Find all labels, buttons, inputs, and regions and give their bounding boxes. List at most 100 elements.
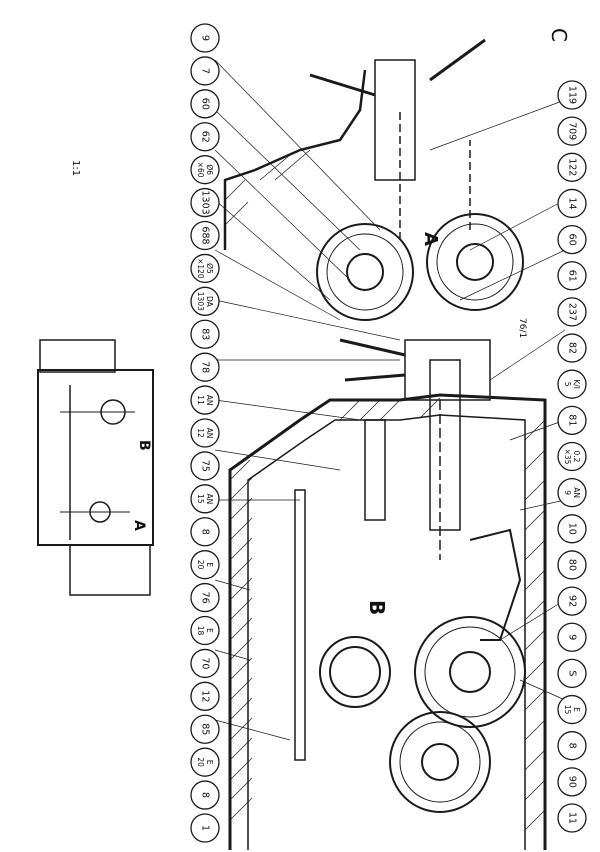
right-balloon-circle	[557, 477, 587, 508]
thumbnail-label-a: A	[131, 520, 147, 531]
right-balloon: 237	[557, 297, 587, 327]
right-balloon-circle	[557, 261, 587, 291]
right-balloon: 60	[557, 224, 587, 255]
right-balloon: 9	[557, 622, 587, 652]
left-balloon-column: 18E20851270E1876E208AN1575AN12AN117883DA…	[190, 23, 220, 843]
left-balloon: Ø5×120	[190, 253, 220, 284]
callout-76-1: 76/1	[517, 318, 527, 338]
left-balloon-circle	[190, 352, 220, 382]
right-balloon: 61	[557, 261, 587, 291]
left-balloon-circle	[190, 187, 220, 218]
left-balloon-text: Ø6	[205, 164, 214, 175]
right-balloon: 90	[557, 767, 587, 797]
right-balloon-text: 10	[567, 523, 578, 535]
left-balloon-text: AN	[205, 428, 214, 439]
left-balloon-circle	[190, 550, 220, 580]
left-balloon-text: 9	[200, 35, 211, 41]
sectional-drawing	[214, 38, 566, 850]
left-balloon-text: 75	[200, 460, 211, 472]
left-balloon-text: 20	[196, 757, 205, 767]
left-balloon: 76	[190, 582, 220, 613]
right-balloon-text: K/I	[572, 379, 581, 389]
left-balloon-circle	[190, 747, 220, 777]
right-balloon-text: 5	[563, 382, 572, 387]
left-balloon-circle	[190, 517, 220, 547]
left-balloon: 8	[190, 780, 220, 810]
left-balloon-text: Ø5	[205, 263, 214, 274]
left-balloon-text: 60	[200, 98, 211, 110]
left-balloon-text: 15	[196, 494, 205, 504]
left-balloon-circle	[190, 484, 220, 514]
corner-mark: C	[547, 28, 571, 42]
left-balloon-text: E	[205, 628, 214, 633]
right-balloon-circle	[557, 152, 587, 182]
shafts	[294, 59, 491, 761]
left-balloon: 12	[190, 681, 220, 711]
right-balloon-text: 61	[567, 270, 578, 282]
leader-lines	[214, 59, 566, 741]
right-balloon-circle	[557, 297, 587, 327]
left-balloon-text: 70	[200, 657, 211, 669]
left-balloon: 83	[190, 319, 220, 349]
right-balloon-text: 90	[567, 776, 578, 788]
right-balloon-circle	[557, 188, 587, 219]
left-balloon-text: E	[205, 760, 214, 765]
left-balloon: 75	[190, 451, 220, 481]
right-balloon: S	[557, 658, 587, 689]
left-balloon: 62	[190, 122, 220, 152]
right-balloon: 122	[557, 152, 587, 182]
hatching	[224, 149, 546, 831]
right-balloon: 11	[557, 803, 587, 833]
right-balloon-text: E	[572, 707, 581, 712]
right-balloon-text: 14	[567, 197, 578, 209]
right-balloon-circle	[557, 767, 587, 797]
right-balloon-text: 15	[563, 705, 572, 715]
section-label-a: A	[420, 232, 441, 246]
right-balloon-circle	[557, 658, 587, 689]
left-balloon: 7	[190, 56, 220, 86]
left-balloon-text: AN	[205, 493, 214, 504]
left-balloon-text: 12	[196, 428, 205, 438]
left-balloon-text: 62	[200, 131, 211, 143]
right-balloon: AN9	[557, 477, 587, 508]
left-balloon-text: 1303	[196, 292, 205, 311]
right-balloon-text: 82	[567, 342, 578, 354]
left-balloon-circle	[190, 648, 220, 679]
left-balloon-text: 8	[200, 529, 211, 535]
right-balloon-circle	[557, 116, 587, 146]
left-balloon-circle	[190, 319, 220, 349]
left-balloon-circle	[190, 155, 220, 185]
left-balloon-circle	[190, 286, 220, 316]
left-balloon-circle	[190, 780, 220, 810]
gear-upper-a	[316, 223, 414, 321]
left-balloon-text: ×60	[196, 162, 205, 178]
gear-b-large	[414, 616, 526, 728]
left-balloon-text: 1	[200, 825, 211, 831]
left-balloon-text: 1303	[200, 190, 211, 214]
right-balloon: 80	[557, 550, 587, 580]
right-balloon: 14	[557, 188, 587, 219]
left-balloon: 1303	[190, 187, 220, 218]
left-balloon: 1	[190, 813, 220, 843]
left-balloon-circle	[190, 451, 220, 481]
left-balloon-text: 8	[200, 792, 211, 798]
left-balloon: Ø6×60	[190, 155, 220, 185]
levers	[309, 38, 486, 382]
right-balloon-circle	[557, 80, 587, 110]
right-balloon-circle	[557, 369, 587, 399]
left-balloon: 70	[190, 648, 220, 679]
left-balloon-text: 18	[196, 626, 205, 636]
left-balloon: 78	[190, 352, 220, 382]
left-balloon-circle	[190, 813, 220, 843]
left-balloon-text: 7	[200, 68, 211, 74]
right-balloon-circle	[557, 224, 587, 255]
right-balloon-text: 709	[567, 122, 578, 140]
right-balloon-text: 81	[567, 414, 578, 426]
left-balloon: E20	[190, 747, 220, 777]
right-balloon-text: 9	[567, 634, 578, 640]
right-balloon-column: 11908E15S9928010AN90.2×3581K/I5822376160…	[557, 80, 587, 833]
right-balloon: 119	[557, 80, 587, 110]
